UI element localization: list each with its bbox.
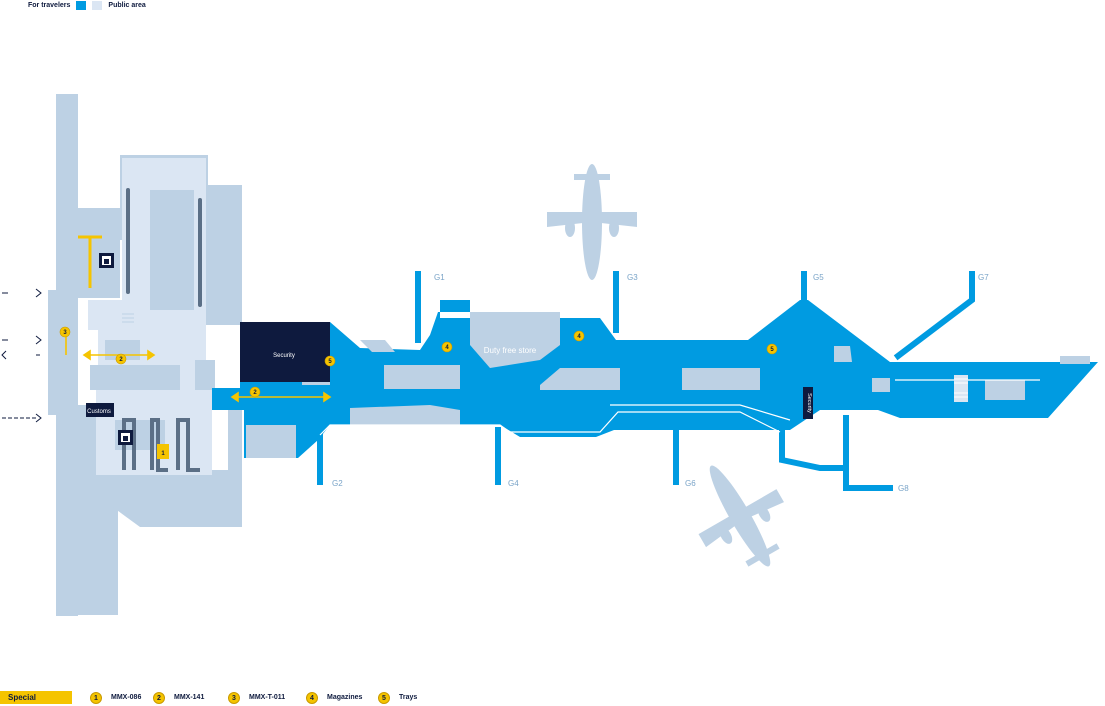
- marker-label: 5: [328, 359, 332, 365]
- legend-marker: 4: [306, 691, 318, 704]
- gate-label: G3: [627, 273, 638, 282]
- marker-label: 3: [63, 330, 67, 336]
- gate-label: G1: [434, 273, 445, 282]
- marker-square: [157, 444, 169, 459]
- marker-label: 5: [770, 347, 774, 353]
- numbered-markers: 1 2 2 3 4 4 5 5: [59, 326, 778, 459]
- marker-label: 4: [445, 345, 449, 351]
- security-label: Security: [273, 353, 295, 359]
- entrance-arrow-icon: [1, 288, 42, 423]
- customs-label: Customs: [87, 409, 111, 415]
- legend-marker: 1: [90, 691, 102, 704]
- gate-labels: G1 G2 G3 G4 G5 G6 G7 G8: [332, 273, 989, 493]
- legend-marker: 5: [378, 691, 390, 704]
- marker-label: 1: [161, 451, 165, 457]
- legend-label: Magazines: [327, 694, 363, 701]
- gate-label: G2: [332, 479, 343, 488]
- counter-outlines: [78, 235, 102, 288]
- top-legend: For travelers Public area: [0, 0, 146, 10]
- security-area-east: [803, 387, 813, 419]
- airplane-icon: [547, 164, 637, 280]
- duty-free-label: Duty free store: [484, 346, 537, 355]
- elevator-icon: [99, 253, 114, 268]
- legend-item: 3 MMX-T-011: [228, 690, 285, 705]
- marker-label: 4: [577, 334, 581, 340]
- legend-label: Trays: [399, 694, 418, 701]
- elevator-icon: [118, 430, 133, 445]
- legend-label: MMX-141: [174, 694, 205, 701]
- legend-marker: 2: [153, 691, 165, 704]
- security-label-east: Security: [806, 393, 812, 413]
- legend-label: MMX-086: [111, 694, 142, 701]
- dark-walls: [126, 188, 202, 307]
- legend-travelers-swatch: [92, 0, 103, 10]
- legend-travelers-label: For travelers: [28, 1, 71, 9]
- customs-area: [86, 403, 114, 417]
- security-area: [240, 322, 330, 382]
- legend-item: 4 Magazines: [306, 690, 362, 705]
- legend-item: 1 MMX-086: [90, 690, 141, 705]
- direction-arrows: [65, 330, 332, 403]
- stairs-icon: [954, 375, 968, 402]
- legend-public-swatch: [76, 0, 87, 10]
- bottom-legend: Special 1 MMX-086 2 MMX-141 3 MMX-T-011 …: [0, 690, 1105, 706]
- legend-item: 2 MMX-141: [153, 690, 204, 705]
- airplane-icon: [698, 465, 784, 567]
- gate-label: G4: [508, 479, 519, 488]
- legend-label: MMX-T-011: [249, 694, 286, 701]
- gate-label: G7: [978, 273, 989, 282]
- legend-public-label: Public area: [108, 1, 146, 9]
- gate-piers: [317, 271, 975, 491]
- marker-label: 2: [253, 390, 257, 396]
- gate-label: G8: [898, 484, 909, 493]
- legend-item: 5 Trays: [378, 690, 417, 705]
- marker-label: 2: [119, 357, 123, 363]
- stairs-icon: [122, 313, 134, 323]
- gate-label: G5: [813, 273, 824, 282]
- legend-marker: 3: [228, 691, 240, 704]
- gate-label: G6: [685, 479, 696, 488]
- special-label: Special: [0, 691, 72, 704]
